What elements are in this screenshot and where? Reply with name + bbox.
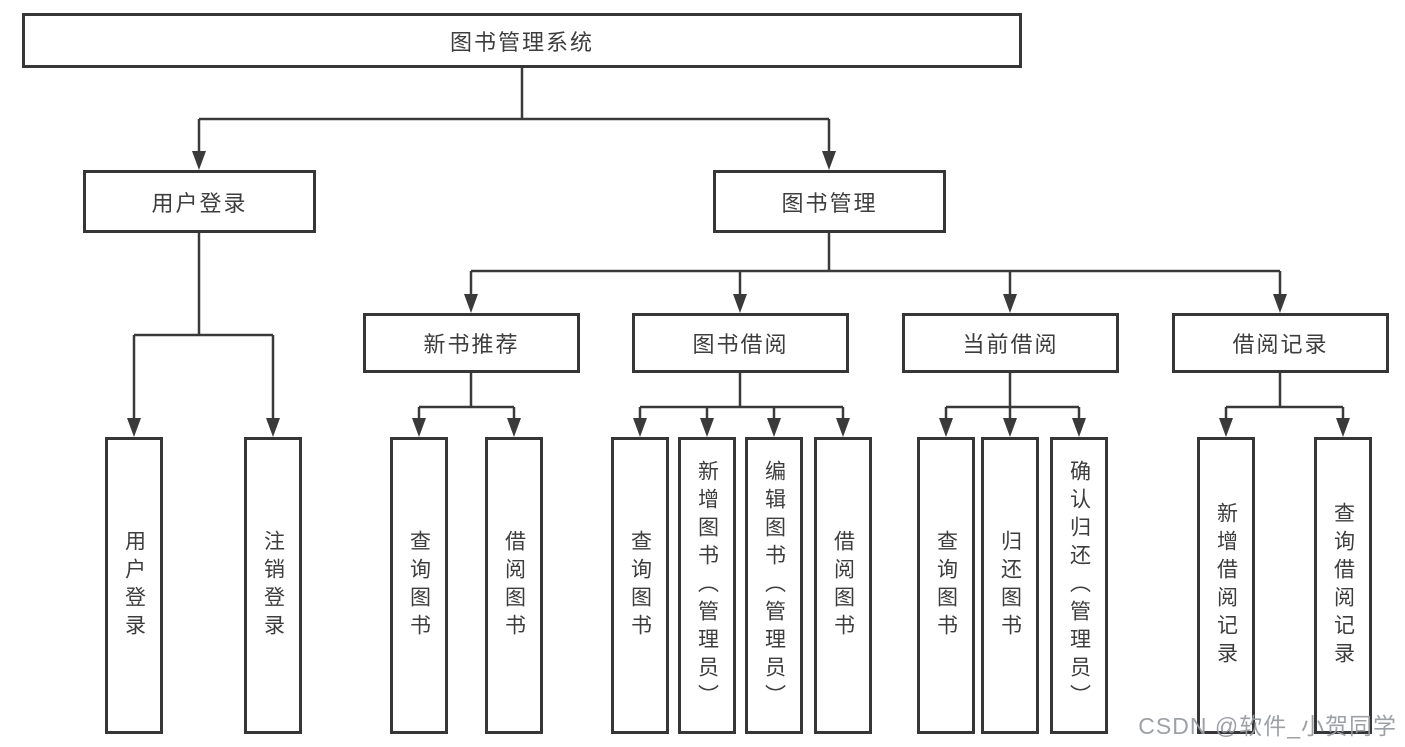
leaf-query-books-recommend: 查询图书 [390, 437, 448, 734]
node-label: 编辑图书（管理员） [762, 459, 786, 712]
leaf-return-book: 归还图书 [981, 437, 1039, 734]
node-label: 用户登录 [151, 190, 248, 216]
node-current-borrow: 当前借阅 [902, 313, 1119, 373]
leaf-edit-book-admin: 编辑图书（管理员） [745, 437, 803, 734]
node-label: 当前借阅 [962, 332, 1059, 357]
node-book-borrow: 图书借阅 [632, 313, 849, 373]
leaf-add-borrow-record: 新增借阅记录 [1197, 437, 1255, 734]
node-label: 查询借阅记录 [1331, 501, 1355, 670]
node-book-management: 图书管理 [713, 170, 946, 233]
node-label: 新书推荐 [423, 332, 520, 357]
node-label: 注销登录 [261, 529, 285, 642]
node-label: 借阅图书 [502, 529, 526, 642]
node-label: 查询图书 [407, 529, 431, 642]
node-label: 图书借阅 [692, 332, 789, 357]
leaf-user-login: 用户登录 [105, 437, 163, 734]
node-root: 图书管理系统 [22, 13, 1022, 68]
node-label: 借阅记录 [1232, 332, 1329, 357]
node-label: 图书管理 [781, 190, 878, 216]
node-label: 图书管理系统 [449, 29, 594, 55]
leaf-query-borrow-record: 查询借阅记录 [1314, 437, 1372, 734]
node-label: 用户登录 [122, 529, 146, 642]
node-borrow-records: 借阅记录 [1172, 313, 1389, 373]
leaf-add-book-admin: 新增图书（管理员） [678, 437, 736, 734]
node-label: 归还图书 [998, 529, 1022, 642]
leaf-borrow-books: 借阅图书 [814, 437, 872, 734]
watermark: CSDN @软件_小贺同学 [1138, 713, 1397, 739]
node-label: 新增借阅记录 [1214, 501, 1238, 670]
node-new-book-recommend: 新书推荐 [363, 313, 580, 373]
node-label: 查询图书 [628, 529, 652, 642]
node-user-login: 用户登录 [83, 170, 316, 233]
leaf-query-books-current: 查询图书 [917, 437, 975, 734]
leaf-logout: 注销登录 [244, 437, 302, 734]
node-label: 新增图书（管理员） [695, 459, 719, 712]
node-label: 查询图书 [934, 529, 958, 642]
leaf-borrow-books-recommend: 借阅图书 [485, 437, 543, 734]
node-label: 确认归还（管理员） [1067, 459, 1091, 712]
leaf-confirm-return-admin: 确认归还（管理员） [1050, 437, 1108, 734]
leaf-query-books-borrow: 查询图书 [611, 437, 669, 734]
node-label: 借阅图书 [831, 529, 855, 642]
